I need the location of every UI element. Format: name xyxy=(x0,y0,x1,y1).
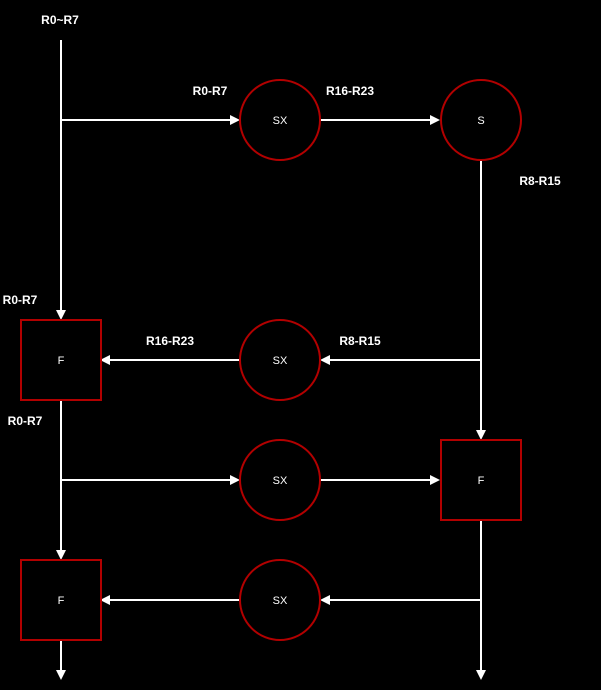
label-sx-to-s: R16-R23 xyxy=(326,84,374,98)
arrow-into-sx-mid-lower xyxy=(230,475,240,485)
node-sx-bottom[interactable]: SX xyxy=(239,559,321,641)
label-s-output: R8-R15 xyxy=(519,174,561,188)
node-s-top[interactable]: S xyxy=(440,79,522,161)
label-to-sx-top: R0-R7 xyxy=(193,84,228,98)
node-f-left-upper[interactable]: F xyxy=(20,319,102,401)
label-into-f-left-upper: R0-R7 xyxy=(3,293,38,307)
node-sx-mid-lower[interactable]: SX xyxy=(239,439,321,521)
node-sx-mid-upper[interactable]: SX xyxy=(239,319,321,401)
arrow-into-f-left-upper-side xyxy=(100,355,110,365)
label-s-to-sx-mid: R8-R15 xyxy=(339,334,381,348)
node-f-left-lower[interactable]: F xyxy=(20,559,102,641)
arrow-into-sx-bottom xyxy=(320,595,330,605)
node-sx-mid-lower-label: SX xyxy=(273,475,288,487)
node-sx-mid-upper-label: SX xyxy=(273,355,288,367)
nodes-layer: SX S F SX SX xyxy=(20,79,522,641)
node-sx-bottom-label: SX xyxy=(273,595,288,607)
node-f-right-label: F xyxy=(478,475,485,487)
node-f-left-lower-label: F xyxy=(58,595,65,607)
arrow-into-f-right-side xyxy=(430,475,440,485)
edges-layer xyxy=(56,40,486,680)
edge-labels-layer: R0~R7 R0-R7 R16-R23 R8-R15 R0-R7 R16-R23… xyxy=(3,13,561,428)
node-sx-top-label: SX xyxy=(273,115,288,127)
label-input: R0~R7 xyxy=(41,13,79,27)
arrow-into-sx-mid-upper xyxy=(320,355,330,365)
arrow-left-output xyxy=(56,670,66,680)
arrow-into-s xyxy=(430,115,440,125)
arrow-into-f-left-upper xyxy=(56,310,66,320)
node-f-left-upper-label: F xyxy=(58,355,65,367)
arrow-into-f-right xyxy=(476,430,486,440)
node-f-right[interactable]: F xyxy=(440,439,522,521)
node-s-top-label: S xyxy=(477,115,484,127)
arrow-right-output xyxy=(476,670,486,680)
arrow-into-sx-top xyxy=(230,115,240,125)
arrow-into-f-left-lower-side xyxy=(100,595,110,605)
label-sx-mid-to-f: R16-R23 xyxy=(146,334,194,348)
arrow-into-f-left-lower xyxy=(56,550,66,560)
label-f-left-upper-output: R0-R7 xyxy=(8,414,43,428)
node-sx-top[interactable]: SX xyxy=(239,79,321,161)
